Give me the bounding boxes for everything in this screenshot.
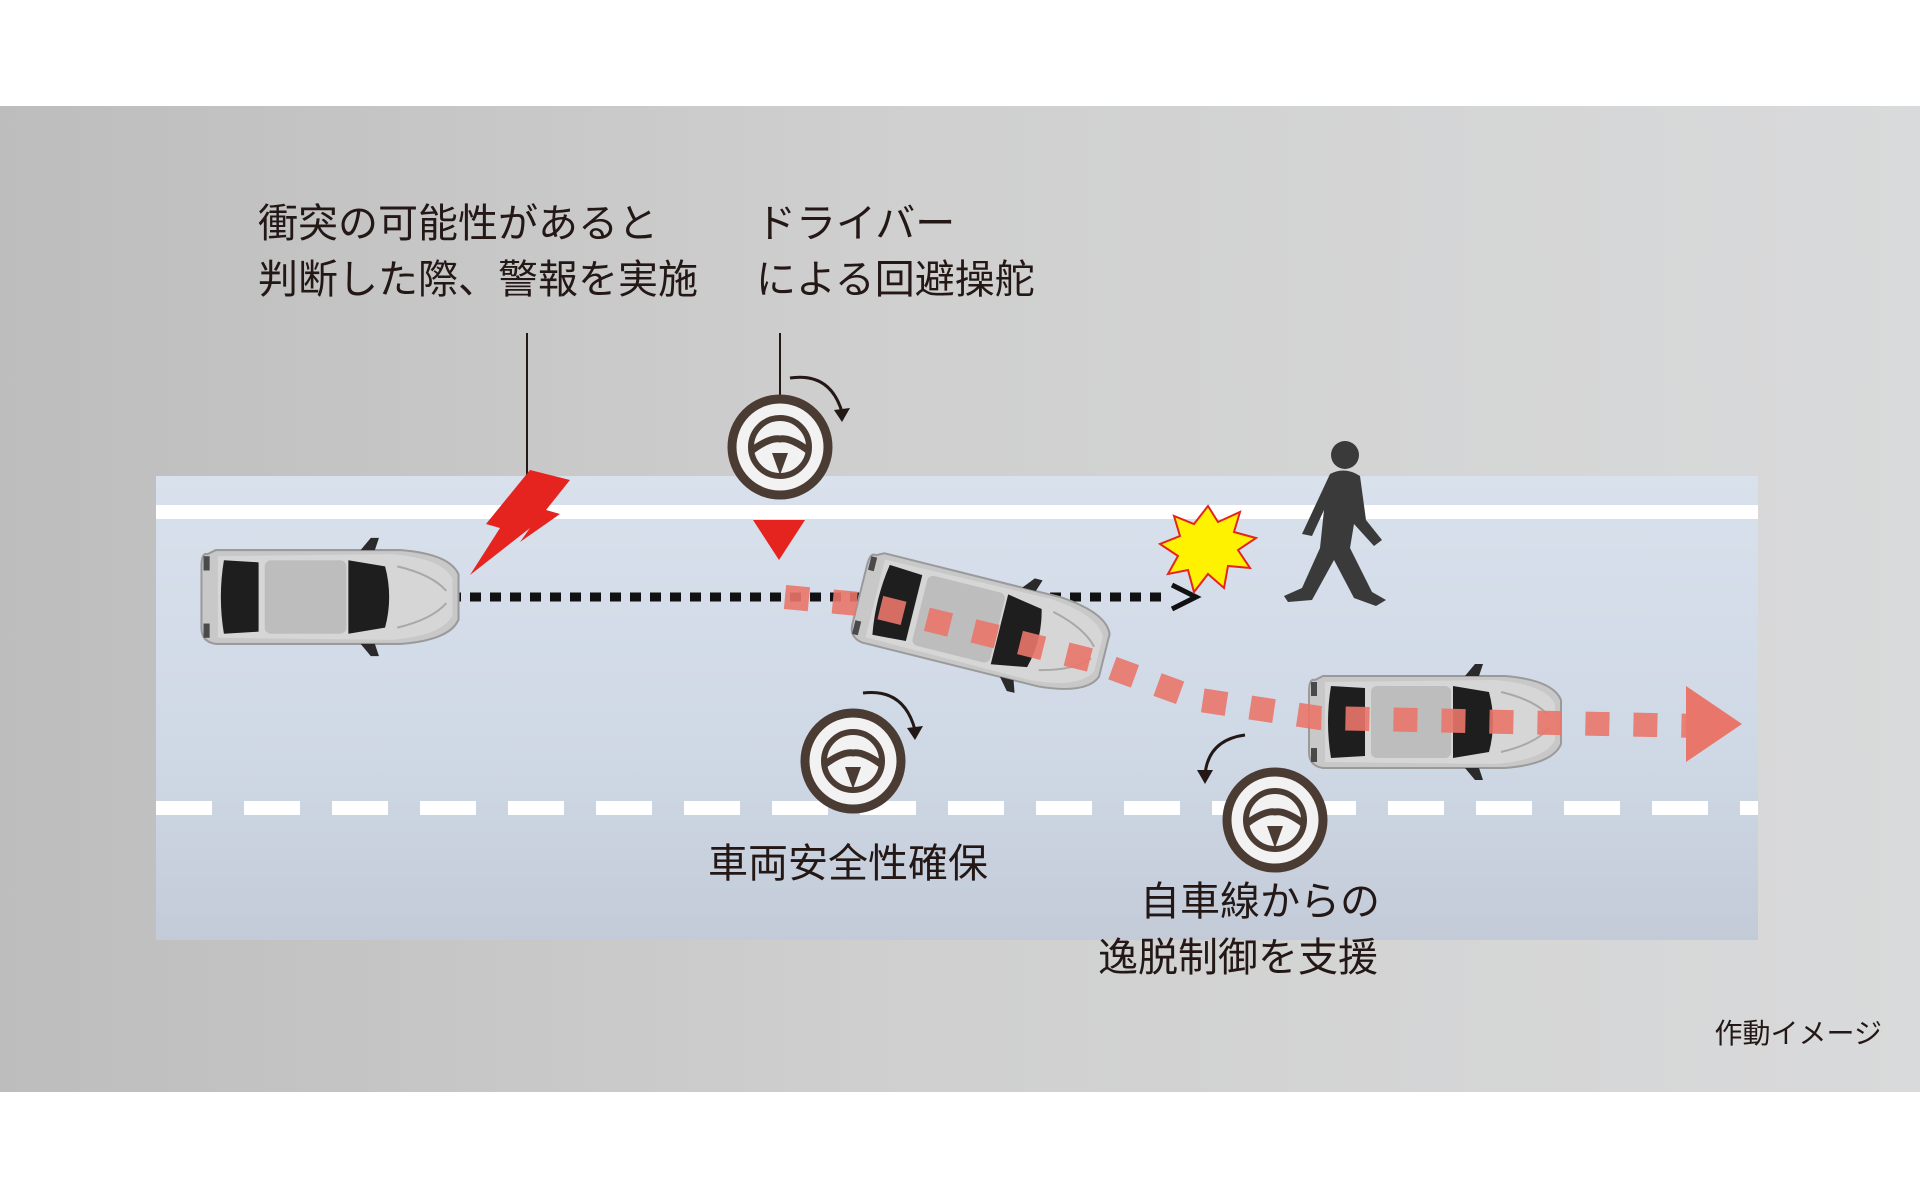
arrow-head-icon [1170,582,1202,612]
steering-wheel-icon [805,713,901,809]
steering-wheel-icon [1227,772,1323,868]
avoidance-path [783,585,1701,738]
arrow-head-icon [834,408,850,422]
lane-label-line2: 逸脱制御を支援 [1098,935,1378,981]
arrow-head-icon [1197,770,1213,784]
stability-label: 車両安全性確保 [708,841,988,887]
arrow-head-icon [1686,686,1742,762]
steer-label-line2: による回避操舵 [756,257,1035,303]
warning-label-line1: 衝突の可能性があると [258,201,658,247]
rotate-arrow-icon [789,375,844,413]
pedestrian-icon [1284,441,1386,606]
impact-burst-icon [1157,504,1259,595]
arrow-head-icon [907,726,923,740]
steering-wheel-icon [732,399,828,495]
rotate-arrow-icon [862,690,917,731]
car-icon [200,536,460,658]
lane-line-solid [156,505,1758,519]
steer-label-line1: ドライバー [756,201,956,247]
rotate-arrow-icon [1203,733,1246,776]
image-note: 作動イメージ [1714,1017,1882,1050]
marker-triangle-icon [753,520,805,560]
lane-label-line1: 自車線からの [1140,879,1380,925]
warning-label-line2: 判断した際、警報を実施 [258,257,698,303]
lightning-icon [470,470,570,575]
